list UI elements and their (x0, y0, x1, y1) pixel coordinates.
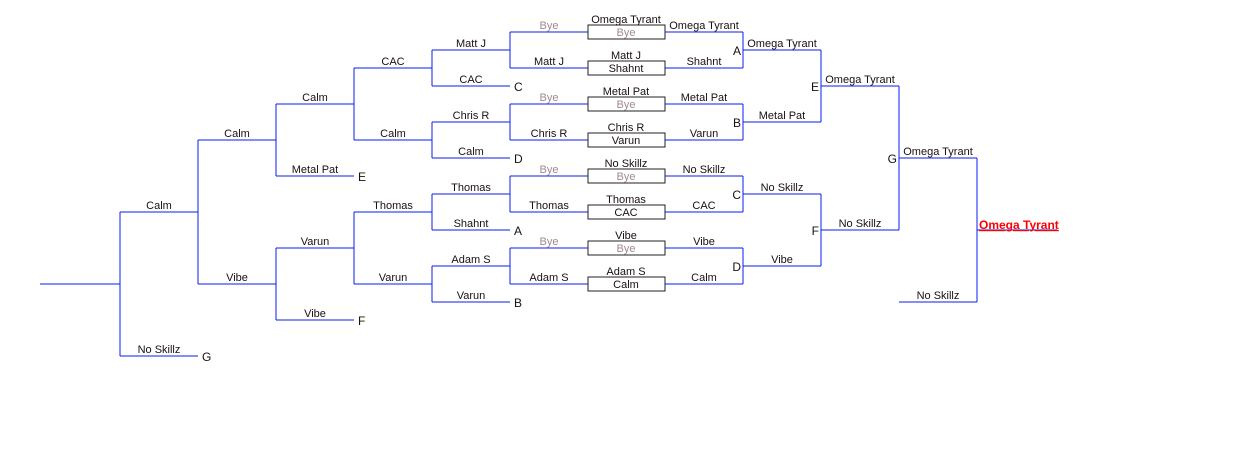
entrant-label: Bye (540, 92, 559, 104)
entrant-label: Chris R (531, 128, 568, 140)
bracket-marker: F (358, 314, 365, 328)
entrant-label: No Skillz (683, 164, 726, 176)
bracket-marker: C (732, 188, 741, 202)
entrant-label: Calm (146, 200, 172, 212)
entrant-label: Thomas (373, 200, 413, 212)
bracket-marker: C (514, 80, 523, 94)
entrant-label: Metal Pat (681, 92, 727, 104)
entrant-label: Omega Tyrant (825, 74, 895, 86)
match-top-label: Adam S (606, 266, 645, 278)
entrant-label: Shahnt (454, 218, 489, 230)
match-top-label: Matt J (611, 50, 641, 62)
entrant-label: Vibe (693, 236, 715, 248)
entrant-label: Omega Tyrant (903, 146, 973, 158)
bracket-marker: D (514, 152, 523, 166)
entrant-label: Vibe (226, 272, 248, 284)
match-bottom-label: Bye (617, 99, 636, 111)
entrant-label: No Skillz (839, 218, 882, 230)
entrant-label: Adam S (451, 254, 490, 266)
match-top-label: Metal Pat (603, 86, 649, 98)
match-bottom-label: Calm (613, 279, 639, 291)
bracket-marker: E (811, 80, 819, 94)
match-top-label: Omega Tyrant (591, 14, 661, 26)
entrant-label: Omega Tyrant (747, 38, 817, 50)
match-bottom-label: Shahnt (609, 63, 644, 75)
entrant-label: CAC (692, 200, 715, 212)
entrant-label: Vibe (771, 254, 793, 266)
entrant-label: Calm (380, 128, 406, 140)
entrant-label: CAC (381, 56, 404, 68)
entrant-label: Varun (379, 272, 408, 284)
entrant-label: Thomas (529, 200, 569, 212)
match-bottom-label: Bye (617, 171, 636, 183)
match-top-label: Chris R (608, 122, 645, 134)
entrant-label: Bye (540, 236, 559, 248)
entrant-label: Varun (301, 236, 330, 248)
entrant-label: Vibe (304, 308, 326, 320)
entrant-label: Matt J (456, 38, 486, 50)
entrant-label: Calm (302, 92, 328, 104)
bracket-marker: G (888, 152, 897, 166)
entrant-label: Calm (691, 272, 717, 284)
bracket-marker: F (812, 224, 819, 238)
entrant-label: Metal Pat (292, 164, 338, 176)
match-top-label: No Skillz (605, 158, 648, 170)
entrant-label: Matt J (534, 56, 564, 68)
entrant-label: No Skillz (138, 344, 181, 356)
bracket-marker: B (514, 296, 522, 310)
entrant-label: CAC (459, 74, 482, 86)
entrant-label: Calm (224, 128, 250, 140)
entrant-label: Thomas (451, 182, 491, 194)
entrant-label: Metal Pat (759, 110, 805, 122)
match-bottom-label: Bye (617, 243, 636, 255)
entrant-label: No Skillz (761, 182, 804, 194)
match-top-label: Vibe (615, 230, 637, 242)
entrant-label: Bye (540, 164, 559, 176)
match-top-label: Thomas (606, 194, 646, 206)
entrant-label: Bye (540, 20, 559, 32)
entrant-label: Varun (457, 290, 486, 302)
match-bottom-label: Bye (617, 27, 636, 39)
entrant-label: Omega Tyrant (669, 20, 739, 32)
bracket-marker: D (732, 260, 741, 274)
bracket-marker: E (358, 170, 366, 184)
entrant-label: No Skillz (917, 290, 960, 302)
entrant-label: Adam S (529, 272, 568, 284)
bracket-marker: G (202, 350, 211, 364)
entrant-label: Calm (458, 146, 484, 158)
match-bottom-label: CAC (614, 207, 637, 219)
entrant-label: Shahnt (687, 56, 722, 68)
bracket-marker: A (733, 44, 741, 58)
bracket-marker: B (733, 116, 741, 130)
match-bottom-label: Varun (612, 135, 641, 147)
entrant-label: Varun (690, 128, 719, 140)
entrant-label: Chris R (453, 110, 490, 122)
bracket-marker: A (514, 224, 522, 238)
champion-label: Omega Tyrant (979, 218, 1059, 232)
